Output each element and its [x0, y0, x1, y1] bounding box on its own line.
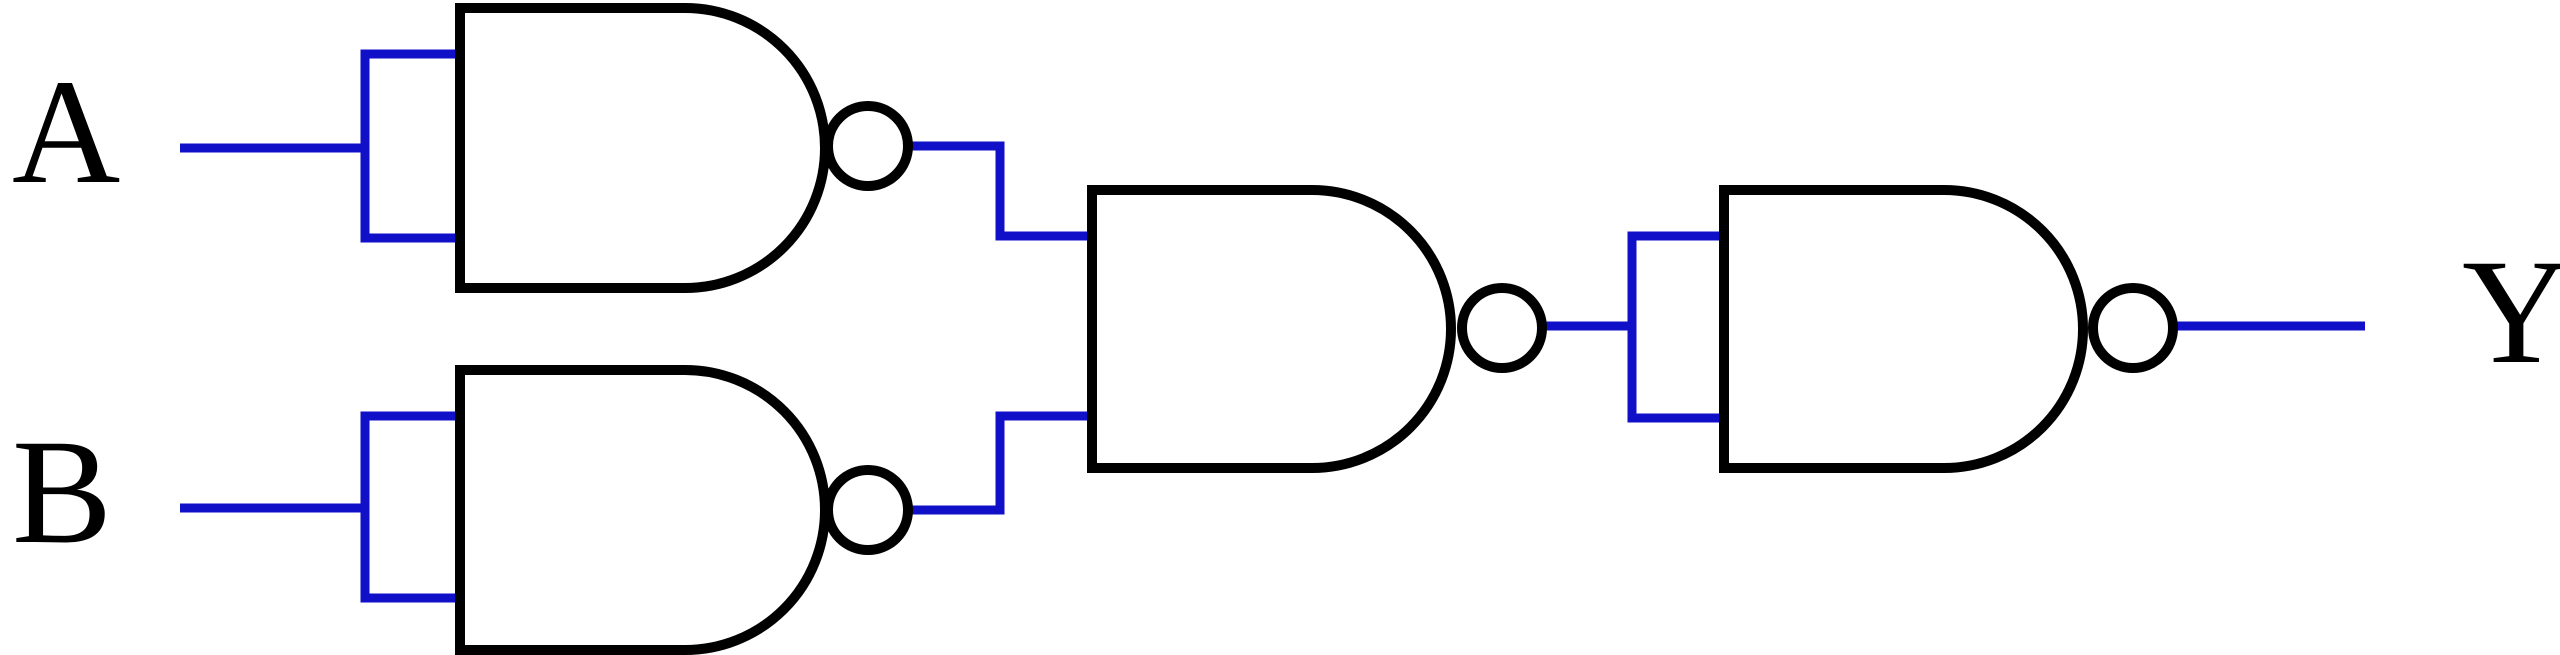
gate1-to-gate3-wire: [912, 141, 1092, 241]
gate2-to-gate3-wire: [912, 411, 1092, 515]
input-b-label: B: [12, 409, 112, 575]
nand-gate-4-bubble: [2088, 283, 2178, 373]
nand-gate-3: [1087, 185, 1547, 473]
nand-gate-3-body: [1087, 185, 1456, 473]
nand-gate-2: [455, 365, 913, 655]
input-b-fork-wire: [360, 411, 460, 603]
nand-gate-4: [1719, 185, 2178, 473]
nand-gate-1-body: [455, 2, 830, 293]
nand-gate-3-bubble: [1457, 283, 1547, 373]
nand-gate-1-bubble: [823, 101, 913, 191]
input-a-label: A: [12, 49, 120, 215]
input-a-fork-wire: [360, 49, 460, 243]
wires: [180, 49, 2365, 603]
nand-gate-2-bubble: [823, 465, 913, 555]
output-y-label: Y: [2462, 229, 2560, 395]
nand-gate-2-body: [455, 365, 830, 655]
nand-gate-4-body: [1719, 185, 2088, 473]
nand-gate-1: [455, 2, 913, 293]
gate4-fork-wire: [1627, 231, 1724, 423]
